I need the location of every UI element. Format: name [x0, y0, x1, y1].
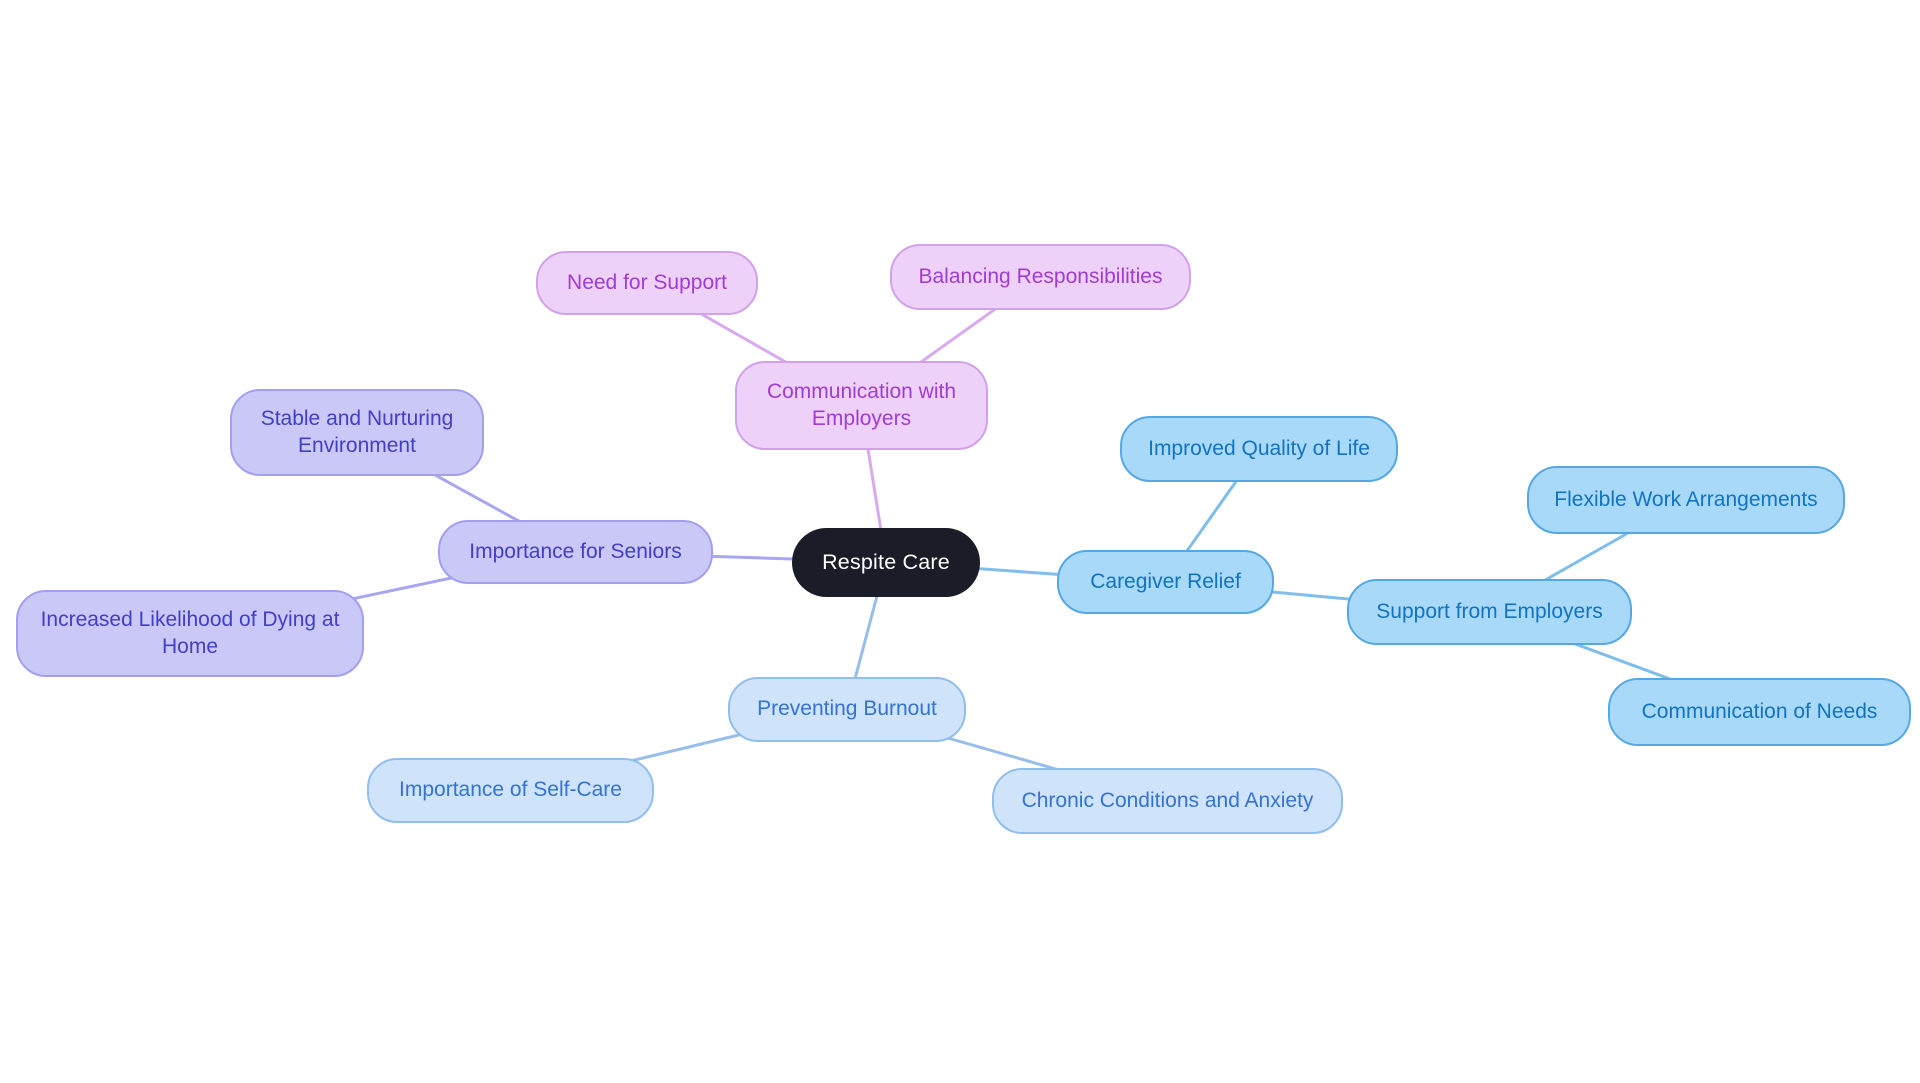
- node-improved-quality-of-life[interactable]: Improved Quality of Life: [1120, 416, 1398, 482]
- node-caregiver-relief[interactable]: Caregiver Relief: [1057, 550, 1274, 614]
- node-respite-care-root[interactable]: Respite Care: [792, 528, 980, 597]
- node-label: Communication with Employers: [766, 380, 957, 430]
- node-label: Preventing Burnout: [757, 697, 937, 721]
- node-label: Caregiver Relief: [1090, 569, 1241, 593]
- node-importance-of-self-care[interactable]: Importance of Self-Care: [367, 758, 654, 823]
- node-preventing-burnout[interactable]: Preventing Burnout: [728, 677, 966, 742]
- node-label: Flexible Work Arrangements: [1554, 487, 1818, 511]
- node-label: Stable and Nurturing Environment: [260, 407, 454, 457]
- node-label: Increased Likelihood of Dying at Home: [40, 608, 340, 658]
- node-label: Need for Support: [567, 270, 727, 294]
- node-label: Improved Quality of Life: [1148, 436, 1370, 460]
- node-increased-likelihood-dying-at-home[interactable]: Increased Likelihood of Dying at Home: [16, 590, 364, 677]
- node-chronic-conditions-and-anxiety[interactable]: Chronic Conditions and Anxiety: [992, 768, 1343, 834]
- node-label: Importance for Seniors: [469, 539, 682, 563]
- node-label: Chronic Conditions and Anxiety: [1021, 788, 1314, 812]
- node-stable-nurturing-environment[interactable]: Stable and Nurturing Environment: [230, 389, 484, 476]
- node-label: Importance of Self-Care: [399, 778, 622, 802]
- node-support-from-employers[interactable]: Support from Employers: [1347, 579, 1632, 645]
- node-communication-of-needs[interactable]: Communication of Needs: [1608, 678, 1911, 746]
- node-balancing-responsibilities[interactable]: Balancing Responsibilities: [890, 244, 1191, 310]
- node-importance-for-seniors[interactable]: Importance for Seniors: [438, 520, 713, 584]
- node-label: Support from Employers: [1376, 599, 1603, 623]
- node-label: Communication of Needs: [1641, 699, 1878, 723]
- node-label: Respite Care: [822, 550, 950, 575]
- node-communication-with-employers[interactable]: Communication with Employers: [735, 361, 988, 450]
- node-need-for-support[interactable]: Need for Support: [536, 251, 758, 315]
- node-label: Balancing Responsibilities: [918, 264, 1163, 288]
- node-flexible-work-arrangements[interactable]: Flexible Work Arrangements: [1527, 466, 1845, 534]
